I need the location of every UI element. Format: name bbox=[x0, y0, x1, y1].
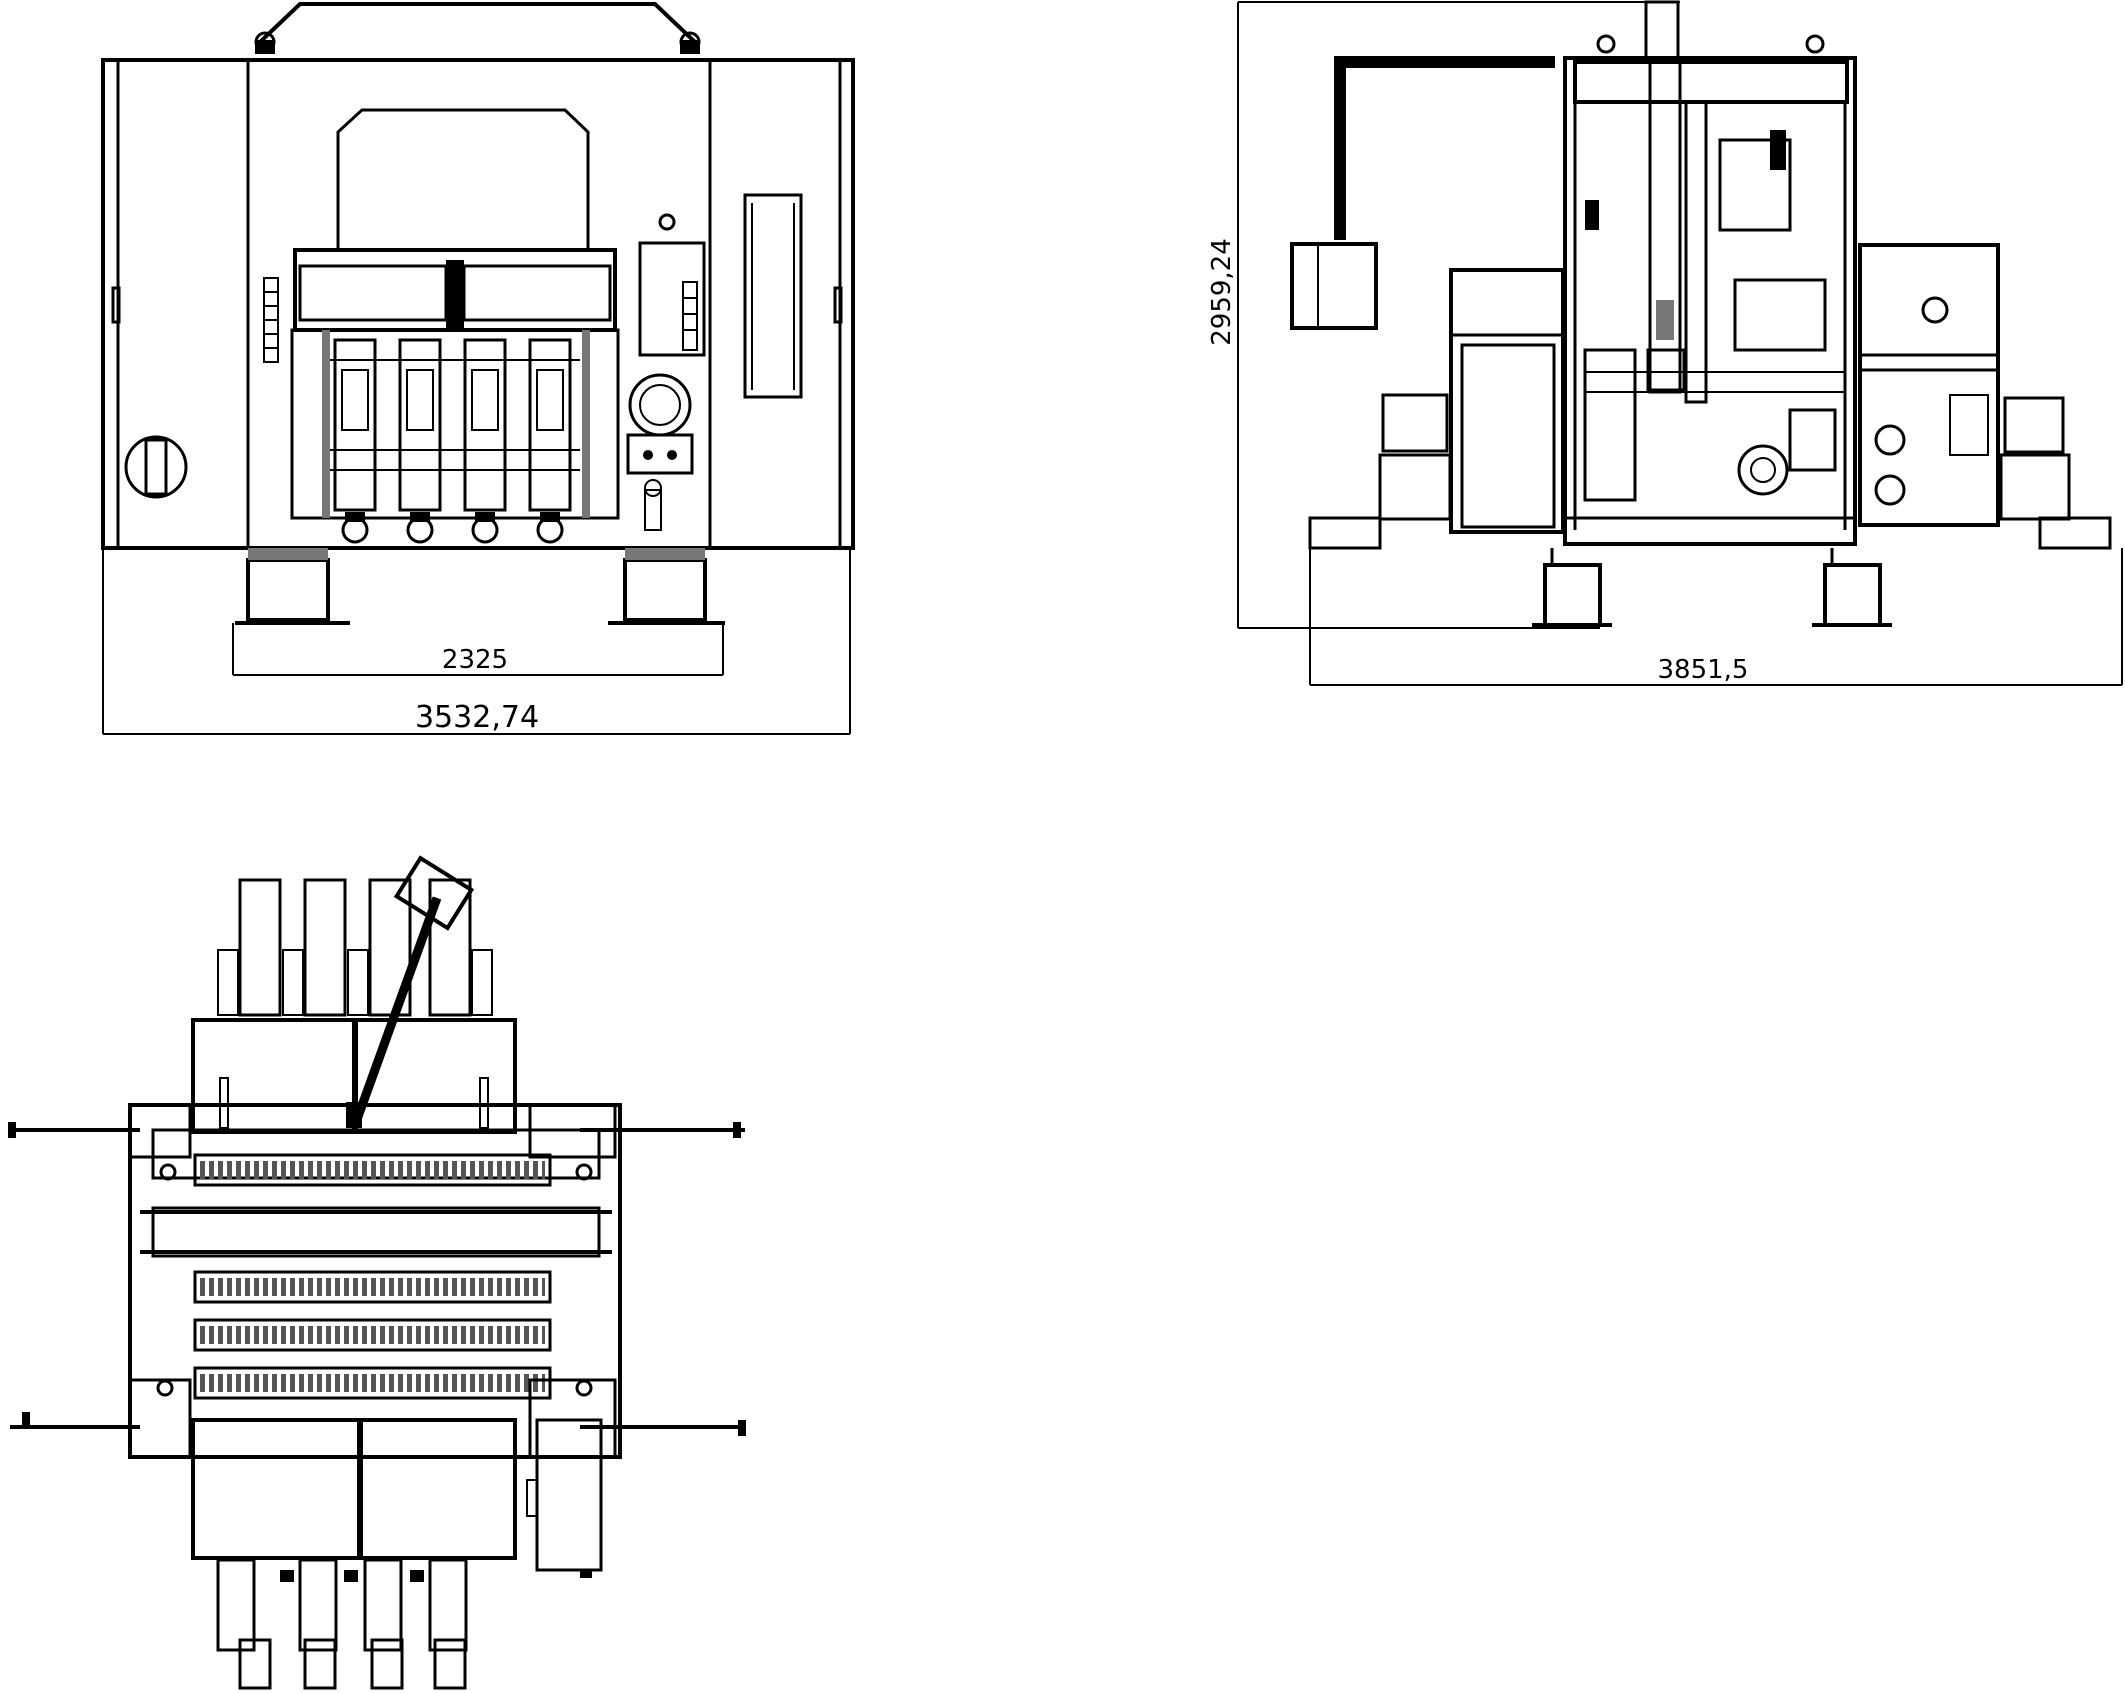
side-dim-height: 2959,24 bbox=[1207, 238, 1237, 346]
front-dim-outer: 3532,74 bbox=[415, 700, 539, 735]
front-dim-inner: 2325 bbox=[442, 645, 508, 675]
side-dim-width: 3851,5 bbox=[1658, 655, 1749, 685]
front-view: 2325 3532,74 bbox=[101, 2, 855, 735]
side-view: 2959,24 bbox=[1207, 0, 2123, 686]
top-view bbox=[8, 855, 746, 1690]
